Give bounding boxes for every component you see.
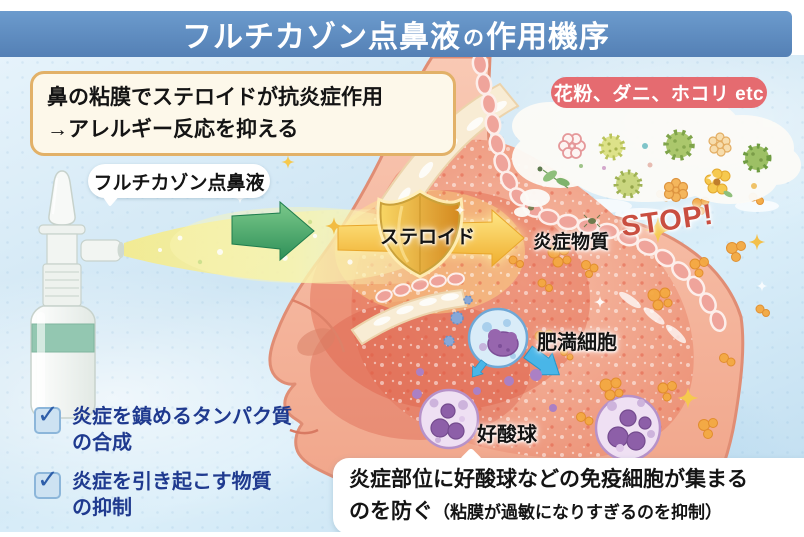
mite-ball-icon — [742, 143, 772, 173]
bottom-note-bubble: 炎症部位に好酸球などの免疫細胞が集まる のを防ぐ（粘膜が過敏になりすぎるのを抑制… — [333, 458, 804, 535]
checklist-item: ✓ 炎症を鎮めるタンパク質 の合成 — [34, 399, 292, 456]
small-cell-specks — [412, 295, 557, 412]
granule-clusters — [508, 190, 770, 439]
pollen-cluster-icon — [708, 132, 732, 157]
bottom-note-line2-main: のを防ぐ — [349, 500, 433, 524]
info-box: 鼻の粘膜でステロイドが抗炎症作用 →アレルギー反応を抑える — [30, 71, 456, 156]
leaf-icon — [537, 166, 570, 189]
mast-cell-icon — [467, 307, 529, 369]
effect-checklist: ✓ 炎症を鎮めるタンパク質 の合成 ✓ 炎症を引き起こす物質 の抑制 — [34, 399, 292, 534]
bottom-margin — [0, 532, 804, 537]
page-title-particle: の — [463, 27, 484, 50]
page-title-part2: 作用機序 — [486, 21, 610, 54]
checklist-item-label: 炎症を引き起こす物質 の抑制 — [72, 471, 272, 519]
spray-bottle-icon — [30, 170, 125, 419]
mite-ball-icon — [663, 129, 695, 161]
title-bar: フルチカゾン点鼻液の作用機序 — [0, 11, 792, 57]
pollen-flower-icon — [558, 133, 586, 159]
green-arrow-icon — [231, 200, 315, 262]
palate-band — [350, 272, 468, 346]
checkmark-icon: ✓ — [37, 399, 59, 429]
eosinophil-icon — [594, 394, 662, 462]
nostril-shadow — [297, 328, 335, 356]
checklist-item-label: 炎症を鎮めるタンパク質 の合成 — [72, 406, 292, 454]
dust-dot-icon — [642, 143, 648, 149]
shield-icon — [376, 189, 464, 279]
steroid-label: ステロイド — [380, 227, 476, 248]
checkbox-icon: ✓ — [34, 464, 61, 499]
page-title-part1: フルチカゾン点鼻液 — [182, 21, 461, 54]
eosinophil-icon — [418, 388, 480, 450]
checklist-item: ✓ 炎症を引き起こす物質 の抑制 — [34, 464, 292, 521]
spray-nozzle-arm — [80, 239, 122, 262]
bottom-note-line1: 炎症部位に好酸球などの免疫細胞が集まる — [349, 468, 748, 491]
bottom-note-line2: のを防ぐ（粘膜が過敏になりすぎるのを抑制） — [349, 495, 804, 525]
allergen-label-pill: 花粉、ダニ、ホコリ etc — [551, 77, 767, 108]
mast-cell-label: 肥満細胞 — [537, 332, 617, 354]
spray-label-bubble: フルチカゾン点鼻液 — [88, 164, 270, 198]
pollen-ball-icon — [598, 133, 626, 161]
flower-icon — [704, 168, 733, 198]
eosinophil-label: 好酸球 — [477, 424, 537, 446]
dust-dots — [579, 162, 757, 189]
pollen-cluster-icon — [663, 177, 689, 203]
checkbox-icon: ✓ — [34, 399, 61, 434]
pollen-ball-icon — [613, 169, 643, 199]
bottom-note-line2-sub: （粘膜が過敏になりすぎるのを抑制） — [433, 503, 722, 523]
checkmark-icon: ✓ — [37, 464, 59, 494]
inflammatory-substance-label: 炎症物質 — [533, 232, 610, 253]
